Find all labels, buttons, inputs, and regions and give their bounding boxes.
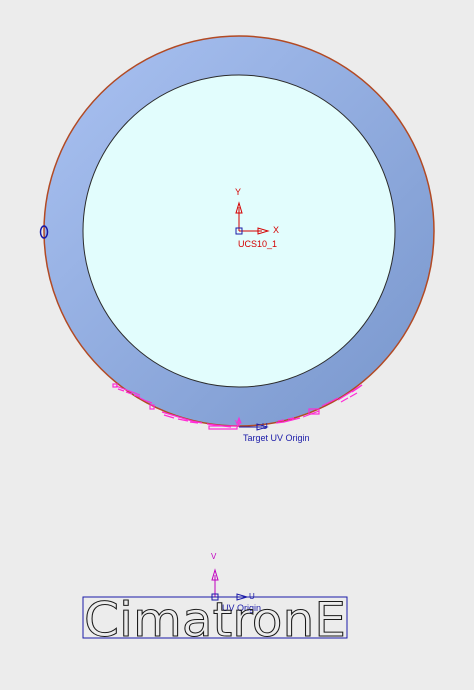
target-uv-origin-label: Target UV Origin: [243, 433, 310, 443]
target-uv-v-label: V: [235, 419, 241, 428]
ucs-name-label: UCS10_1: [238, 239, 277, 249]
ucs-x-axis-label: X: [273, 225, 279, 235]
source-uv-origin-label: UV Origin: [222, 603, 261, 613]
ucs-y-axis-label: Y: [235, 187, 241, 197]
target-uv-u-label: U: [262, 422, 268, 431]
target-uv-origin[interactable]: V U Target UV Origin: [235, 416, 310, 443]
emboss-text-outline: CimatronE: [84, 593, 346, 648]
emboss-text-block[interactable]: CimatronE: [82, 593, 348, 649]
wrapped-text-selection[interactable]: [112, 383, 363, 430]
seam-marker-icon[interactable]: [39, 225, 49, 239]
source-uv-v-label: V: [211, 552, 217, 561]
ucs-indicator[interactable]: Y X UCS10_1: [235, 187, 279, 249]
